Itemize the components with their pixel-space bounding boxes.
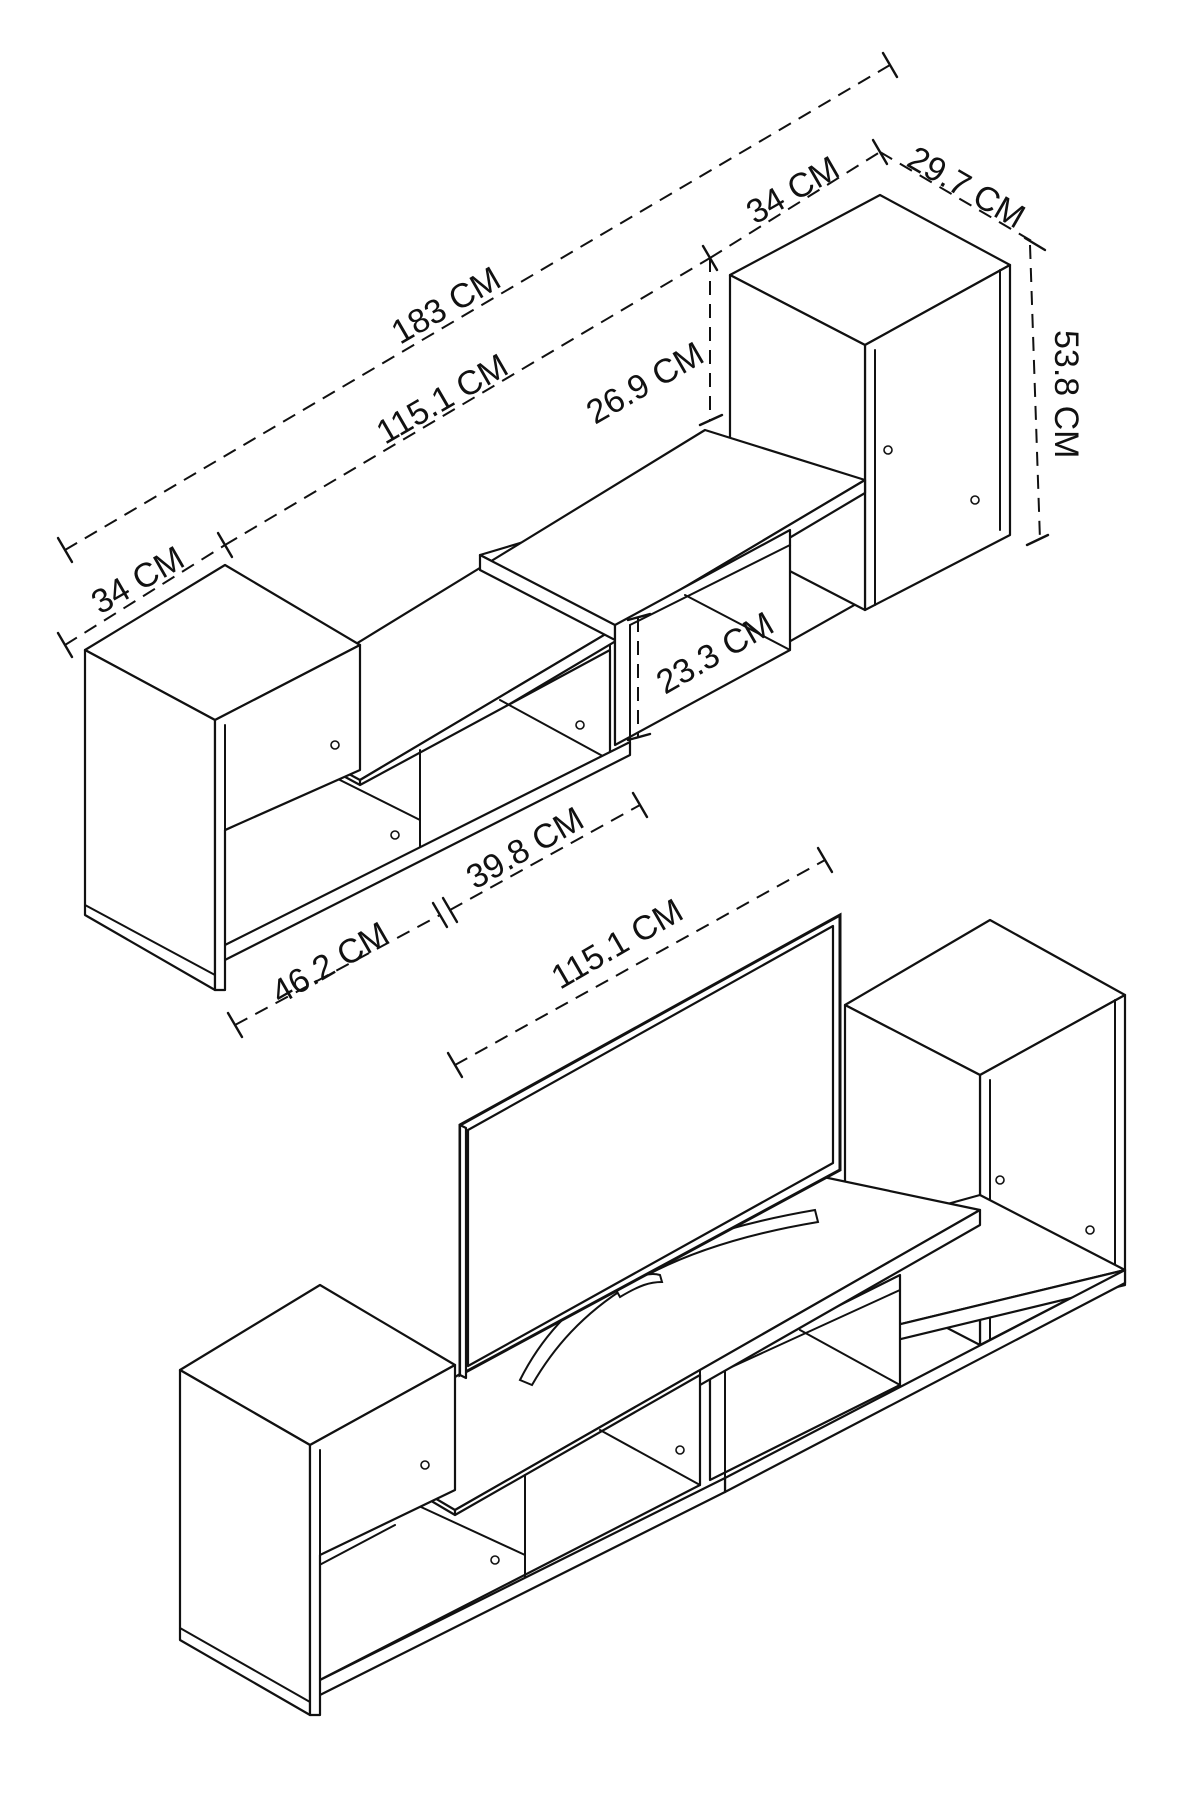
dim-tick bbox=[881, 51, 899, 79]
dim-tick bbox=[56, 631, 74, 659]
lower-left-cube-hole bbox=[420, 1460, 430, 1470]
lower-center-inner bbox=[724, 1289, 901, 1371]
dim-line-115-top bbox=[224, 257, 711, 546]
lower-right-cube-hole bbox=[995, 1175, 1005, 1185]
tv bbox=[458, 912, 842, 1387]
dim-tick bbox=[626, 612, 652, 622]
dim-line-34-right bbox=[709, 151, 881, 259]
upper-unit-drawing bbox=[83, 193, 1012, 992]
left-cube-hole bbox=[330, 740, 340, 750]
lower-right-cube-hole bbox=[1085, 1225, 1095, 1235]
lower-mid-hole bbox=[675, 1445, 685, 1455]
mid-hole bbox=[575, 720, 585, 730]
tv-screen-bezel bbox=[466, 924, 835, 1368]
dim-line-tv-zone bbox=[454, 859, 826, 1066]
label-total-height: 53.8 CM bbox=[1047, 330, 1085, 459]
lower-mid-inner-shelf bbox=[309, 1524, 396, 1571]
label-top-step-height: 26.9 CM bbox=[580, 335, 710, 432]
dim-tick bbox=[626, 732, 652, 742]
left-cube-base-line bbox=[84, 904, 216, 976]
dim-tick bbox=[816, 846, 834, 874]
dim-tick bbox=[226, 1011, 244, 1039]
center-inner-top bbox=[629, 544, 791, 626]
label-right-cube-width: 34 CM bbox=[740, 149, 846, 232]
lower-mid-inner-back bbox=[599, 1429, 701, 1486]
dim-tick bbox=[631, 791, 649, 819]
center-inner-back bbox=[684, 594, 791, 651]
dim-tick bbox=[431, 901, 449, 929]
mid-hole bbox=[390, 830, 400, 840]
dim-tick bbox=[446, 1051, 464, 1079]
lower-unit-drawing bbox=[178, 846, 1127, 1717]
right-cube-hole bbox=[883, 445, 893, 455]
lower-center-inner-back bbox=[799, 1329, 901, 1386]
dim-line-height bbox=[1029, 244, 1041, 541]
dim-line-46-2 bbox=[234, 914, 441, 1026]
label-total-width: 183 CM bbox=[385, 259, 507, 351]
dim-line-depth bbox=[879, 151, 1036, 244]
dim-tick bbox=[698, 413, 724, 427]
dim-tick bbox=[56, 536, 74, 564]
label-top-inner-width: 115.1 CM bbox=[370, 347, 514, 452]
mid-inner-back bbox=[499, 699, 611, 761]
right-cube-hole bbox=[970, 495, 980, 505]
tv-screen-depth bbox=[458, 1123, 468, 1380]
dimension-lines bbox=[56, 51, 1050, 1039]
lower-mid-hole bbox=[490, 1555, 500, 1565]
dim-tick bbox=[1023, 236, 1047, 252]
dim-tick bbox=[1025, 533, 1050, 547]
label-tv-zone-width: 115.1 CM bbox=[545, 892, 689, 997]
dim-line-34-left bbox=[64, 544, 226, 646]
dim-line-39-8 bbox=[449, 804, 641, 911]
lower-left-cube-base bbox=[179, 1627, 311, 1703]
